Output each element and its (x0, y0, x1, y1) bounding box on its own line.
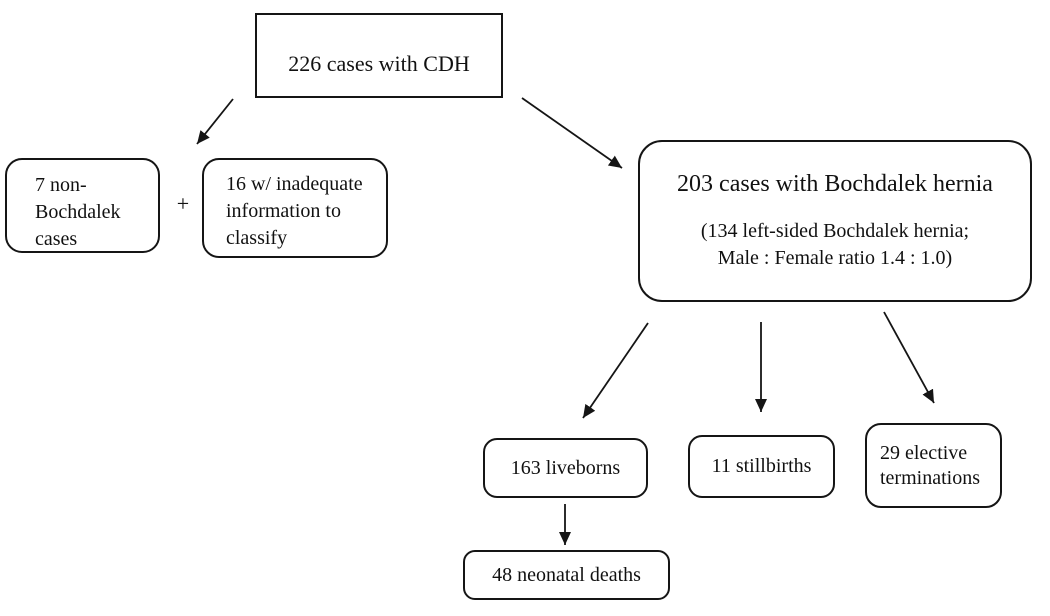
node-non-bochdalek-line-2: Bochdalek (35, 201, 121, 223)
arrow-bochdalek-to-liveborns (582, 322, 649, 419)
node-terminations-line-2: terminations (880, 466, 980, 489)
node-bochdalek-detail-line-2: Male : Female ratio 1.4 : 1.0) (717, 247, 953, 269)
node-non-bochdalek-line-1: 7 non- (35, 174, 87, 196)
node-bochdalek-hernia-details: (134 left-sided Bochdalek hernia; Male :… (640, 218, 1030, 272)
arrow-root-to-bochdalek (521, 97, 623, 169)
plus-sign: + (176, 191, 190, 216)
node-inadequate-line-3: classify (226, 227, 288, 249)
node-cases-with-cdh-label: 226 cases with CDH (288, 51, 470, 76)
node-inadequate-information: 16 w/ inadequate information to classify (202, 158, 388, 258)
node-liveborns: 163 liveborns (483, 438, 648, 498)
node-bochdalek-hernia-title: 203 cases with Bochdalek hernia (677, 171, 993, 197)
node-inadequate-line-1: 16 w/ inadequate (226, 173, 363, 195)
node-liveborns-label: 163 liveborns (510, 456, 621, 479)
arrow-root-to-excluded (196, 98, 234, 145)
node-stillbirths: 11 stillbirths (688, 435, 835, 498)
node-elective-terminations: 29 elective terminations (865, 423, 1002, 508)
node-cases-with-cdh: 226 cases with CDH (255, 13, 503, 98)
node-terminations-line-1: 29 elective (880, 441, 968, 464)
node-inadequate-line-2: information to (226, 200, 341, 222)
node-neonatal-deaths-label: 48 neonatal deaths (492, 563, 641, 586)
node-bochdalek-hernia: 203 cases with Bochdalek hernia (134 lef… (638, 140, 1032, 302)
node-bochdalek-detail-line-1: (134 left-sided Bochdalek hernia; (700, 220, 970, 242)
node-non-bochdalek-line-3: cases (35, 228, 78, 250)
arrow-bochdalek-to-terminations (883, 311, 935, 404)
node-neonatal-deaths: 48 neonatal deaths (463, 550, 670, 600)
node-non-bochdalek-cases: 7 non- Bochdalek cases (5, 158, 160, 253)
node-stillbirths-label: 11 stillbirths (711, 455, 812, 477)
